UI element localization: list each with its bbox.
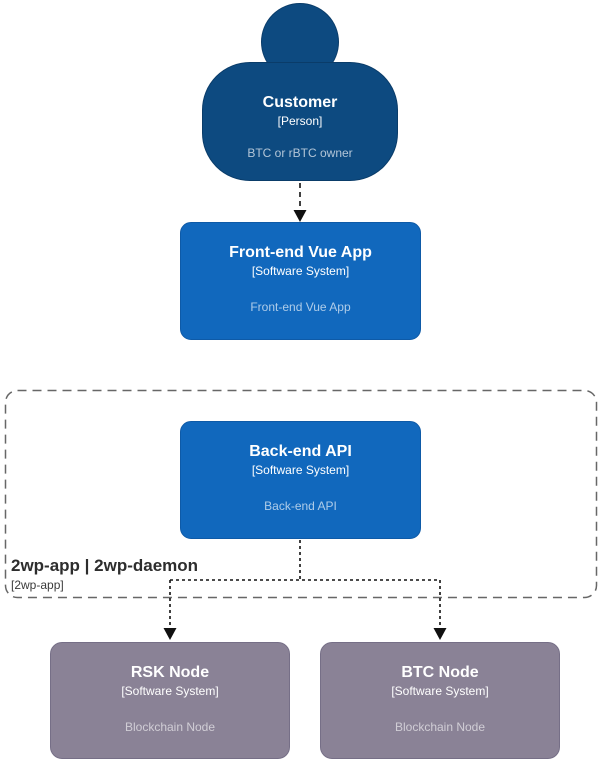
edge-customer-to-frontend	[293, 183, 307, 222]
arrowhead-to-rsk	[163, 628, 177, 640]
boundary-label: 2wp-app | 2wp-daemon [2wp-app]	[11, 556, 198, 592]
system-node-backend: Back-end API [Software System] Back-end …	[180, 421, 421, 539]
node-description: Blockchain Node	[124, 719, 216, 734]
node-description: Back-end API	[264, 498, 337, 513]
system-node-frontend: Front-end Vue App [Software System] Fron…	[180, 222, 421, 340]
person-type: [Person]	[277, 114, 323, 129]
node-description: Front-end Vue App	[250, 299, 351, 314]
person-description: BTC or rBTC owner	[247, 145, 353, 160]
node-title: Back-end API	[249, 443, 352, 460]
node-type: [Software System]	[391, 684, 489, 699]
node-title: Front-end Vue App	[229, 244, 372, 261]
boundary-title: 2wp-app | 2wp-daemon	[11, 556, 199, 575]
node-description: Blockchain Node	[394, 719, 486, 734]
boundary-box	[4, 389, 598, 599]
node-title: RSK Node	[130, 664, 210, 681]
node-type: [Software System]	[251, 264, 350, 279]
external-node-rsk: RSK Node [Software System] Blockchain No…	[50, 642, 290, 759]
external-node-btc: BTC Node [Software System] Blockchain No…	[320, 642, 560, 759]
arrowhead-to-btc	[433, 628, 447, 640]
person-name: Customer	[262, 94, 338, 111]
person-node-customer: Customer [Person] BTC or rBTC owner	[202, 62, 398, 181]
node-type: [Software System]	[121, 684, 219, 699]
node-title: BTC Node	[401, 664, 479, 681]
boundary-subtitle: [2wp-app]	[11, 578, 64, 593]
node-type: [Software System]	[251, 463, 350, 478]
edge-backend-to-nodes	[163, 540, 447, 640]
